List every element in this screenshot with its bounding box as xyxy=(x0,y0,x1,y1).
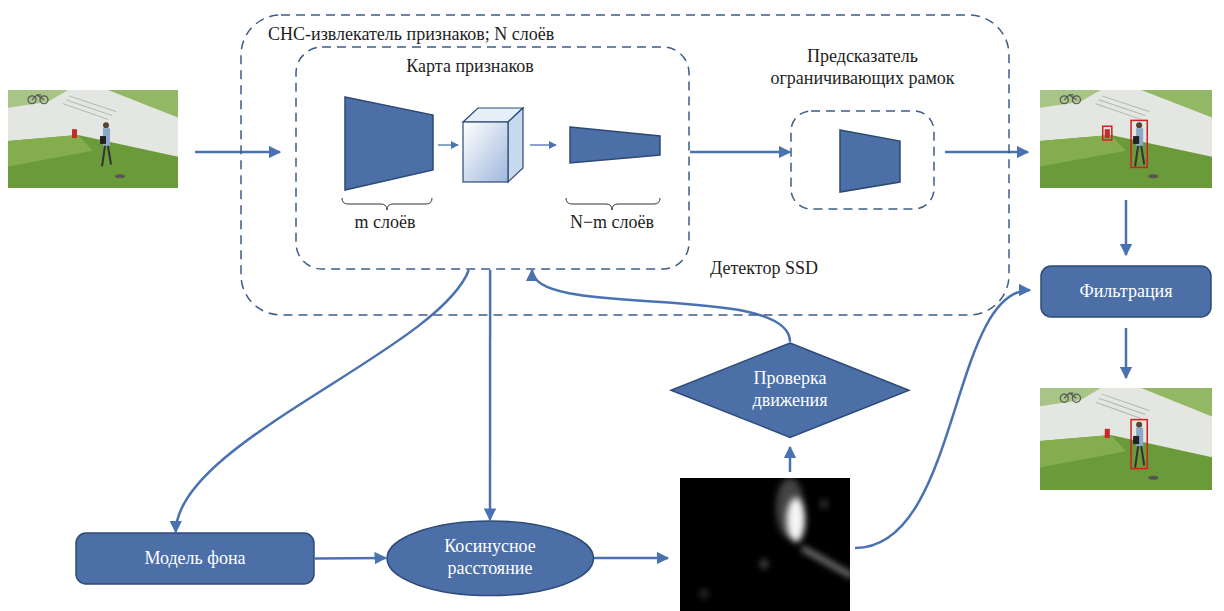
connector-arrow xyxy=(690,151,790,154)
node-outline xyxy=(295,46,690,270)
text-holder: Детектор SSD xyxy=(710,258,818,280)
region-label: Детектор SSD xyxy=(710,258,818,280)
process-box: Фильтрация xyxy=(1040,265,1212,318)
node-label: Модель фона xyxy=(144,548,245,570)
connector-arrow xyxy=(315,557,386,560)
connector-arrow xyxy=(176,270,469,532)
text-holder: m слоёв xyxy=(355,212,416,234)
output-frame xyxy=(1040,388,1212,490)
input-frame xyxy=(8,90,178,188)
detector-region: СНС-извлекатель признаков; N слоёвКарта … xyxy=(240,14,1010,316)
text-holder: N−m слоёв xyxy=(570,212,654,234)
text-holder: Предсказатель ограничивающих рамок xyxy=(753,46,973,89)
region-label: Карта признаков xyxy=(406,56,533,78)
text-holder: Карта признаков xyxy=(406,56,533,78)
decision-diamond: Проверка движения xyxy=(670,342,910,438)
feature-extractor-region: СНС-извлекатель признаков; N слоёвКарта … xyxy=(295,46,690,270)
region-heading: СНС-извлекатель признаков; N слоёв xyxy=(268,24,554,46)
connector-arrow xyxy=(489,270,492,520)
node-label: Проверка движения xyxy=(735,368,845,411)
region-heading: Предсказатель ограничивающих рамок xyxy=(753,46,973,89)
node-outline xyxy=(790,110,935,210)
feature-map-cube xyxy=(463,108,523,182)
process-box: Модель фона xyxy=(75,532,315,585)
text-holder: СНС-извлекатель признаков; N слоёв xyxy=(268,24,554,46)
region-label: N−m слоёв xyxy=(570,212,654,234)
process-ellipse: Косинусное расстояние xyxy=(386,520,595,597)
detection-frame xyxy=(1040,90,1212,188)
node-label: Косинусное расстояние xyxy=(425,536,555,579)
layer-braces xyxy=(342,198,660,210)
motion-heatmap xyxy=(680,478,850,611)
region-label: m слоёв xyxy=(355,212,416,234)
flow-arrows xyxy=(195,152,1126,558)
node-label: Фильтрация xyxy=(1080,281,1173,303)
small-arrows xyxy=(438,144,556,145)
connector-arrow xyxy=(532,270,790,342)
box-predictor-region: Предсказатель ограничивающих рамок xyxy=(790,110,935,210)
